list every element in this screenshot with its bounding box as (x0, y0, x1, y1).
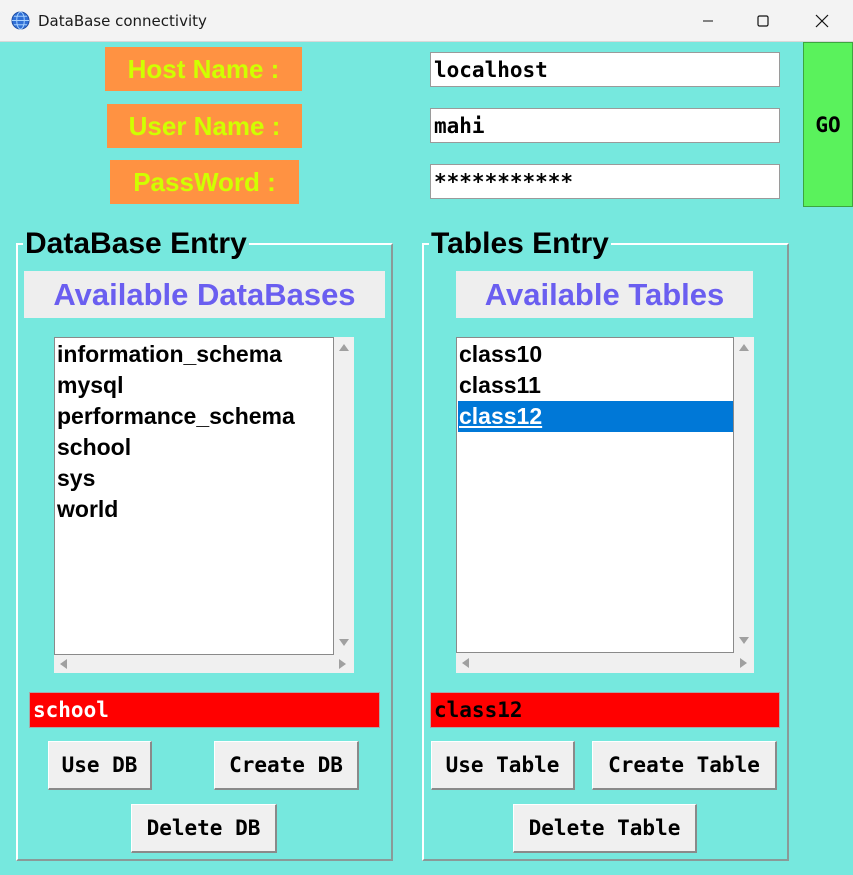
minimize-button[interactable] (679, 0, 737, 42)
create-db-button[interactable]: Create DB (214, 741, 359, 790)
tables-horizontal-scrollbar[interactable] (456, 653, 754, 673)
tables-listbox[interactable]: class10 class11 class12 (456, 337, 734, 653)
list-item[interactable]: class11 (459, 372, 541, 398)
scroll-down-icon[interactable] (339, 639, 349, 646)
minimize-icon (703, 20, 713, 22)
list-item[interactable]: mysql (57, 372, 124, 398)
scroll-down-icon[interactable] (739, 637, 749, 644)
list-item[interactable]: world (57, 496, 119, 522)
scroll-up-icon[interactable] (739, 344, 749, 351)
database-horizontal-scrollbar[interactable] (54, 655, 354, 673)
user-name-label: User Name : (107, 104, 302, 148)
globe-icon (11, 11, 30, 30)
list-item[interactable]: class10 (459, 341, 543, 367)
window-title: DataBase connectivity (38, 12, 207, 30)
scroll-up-icon[interactable] (339, 344, 349, 351)
scroll-right-icon[interactable] (339, 659, 346, 669)
password-input[interactable]: *********** (430, 164, 780, 199)
database-listbox[interactable]: information_schema mysql performance_sch… (54, 337, 334, 655)
tables-vertical-scrollbar[interactable] (734, 337, 754, 653)
go-button[interactable]: GO (803, 42, 853, 207)
host-name-label: Host Name : (105, 47, 302, 91)
delete-db-button[interactable]: Delete DB (131, 804, 277, 853)
use-table-button[interactable]: Use Table (431, 741, 575, 790)
use-db-button[interactable]: Use DB (48, 741, 152, 790)
available-tables-header: Available Tables (456, 271, 753, 318)
scroll-right-icon[interactable] (740, 658, 747, 668)
create-table-button[interactable]: Create Table (592, 741, 777, 790)
current-database-field[interactable]: school (29, 692, 380, 728)
list-item[interactable]: performance_schema (57, 403, 295, 429)
host-name-input[interactable]: localhost (430, 52, 780, 87)
current-table-field[interactable]: class12 (430, 692, 780, 728)
available-databases-header: Available DataBases (24, 271, 385, 318)
user-name-input[interactable]: mahi (430, 108, 780, 143)
close-icon (815, 14, 829, 28)
tables-entry-title: Tables Entry (429, 227, 611, 261)
list-item[interactable]: school (57, 434, 132, 460)
delete-table-button[interactable]: Delete Table (513, 804, 697, 853)
database-entry-title: DataBase Entry (23, 227, 249, 261)
list-item-selected[interactable]: class12 (458, 401, 733, 432)
maximize-icon (757, 15, 769, 27)
close-button[interactable] (793, 0, 851, 42)
list-item[interactable]: sys (57, 465, 96, 491)
title-bar: DataBase connectivity (0, 0, 853, 42)
list-item[interactable]: information_schema (57, 341, 282, 367)
scroll-left-icon[interactable] (60, 659, 67, 669)
maximize-button[interactable] (734, 0, 792, 42)
database-vertical-scrollbar[interactable] (334, 337, 354, 655)
scroll-left-icon[interactable] (462, 658, 469, 668)
password-label: PassWord : (110, 160, 299, 204)
